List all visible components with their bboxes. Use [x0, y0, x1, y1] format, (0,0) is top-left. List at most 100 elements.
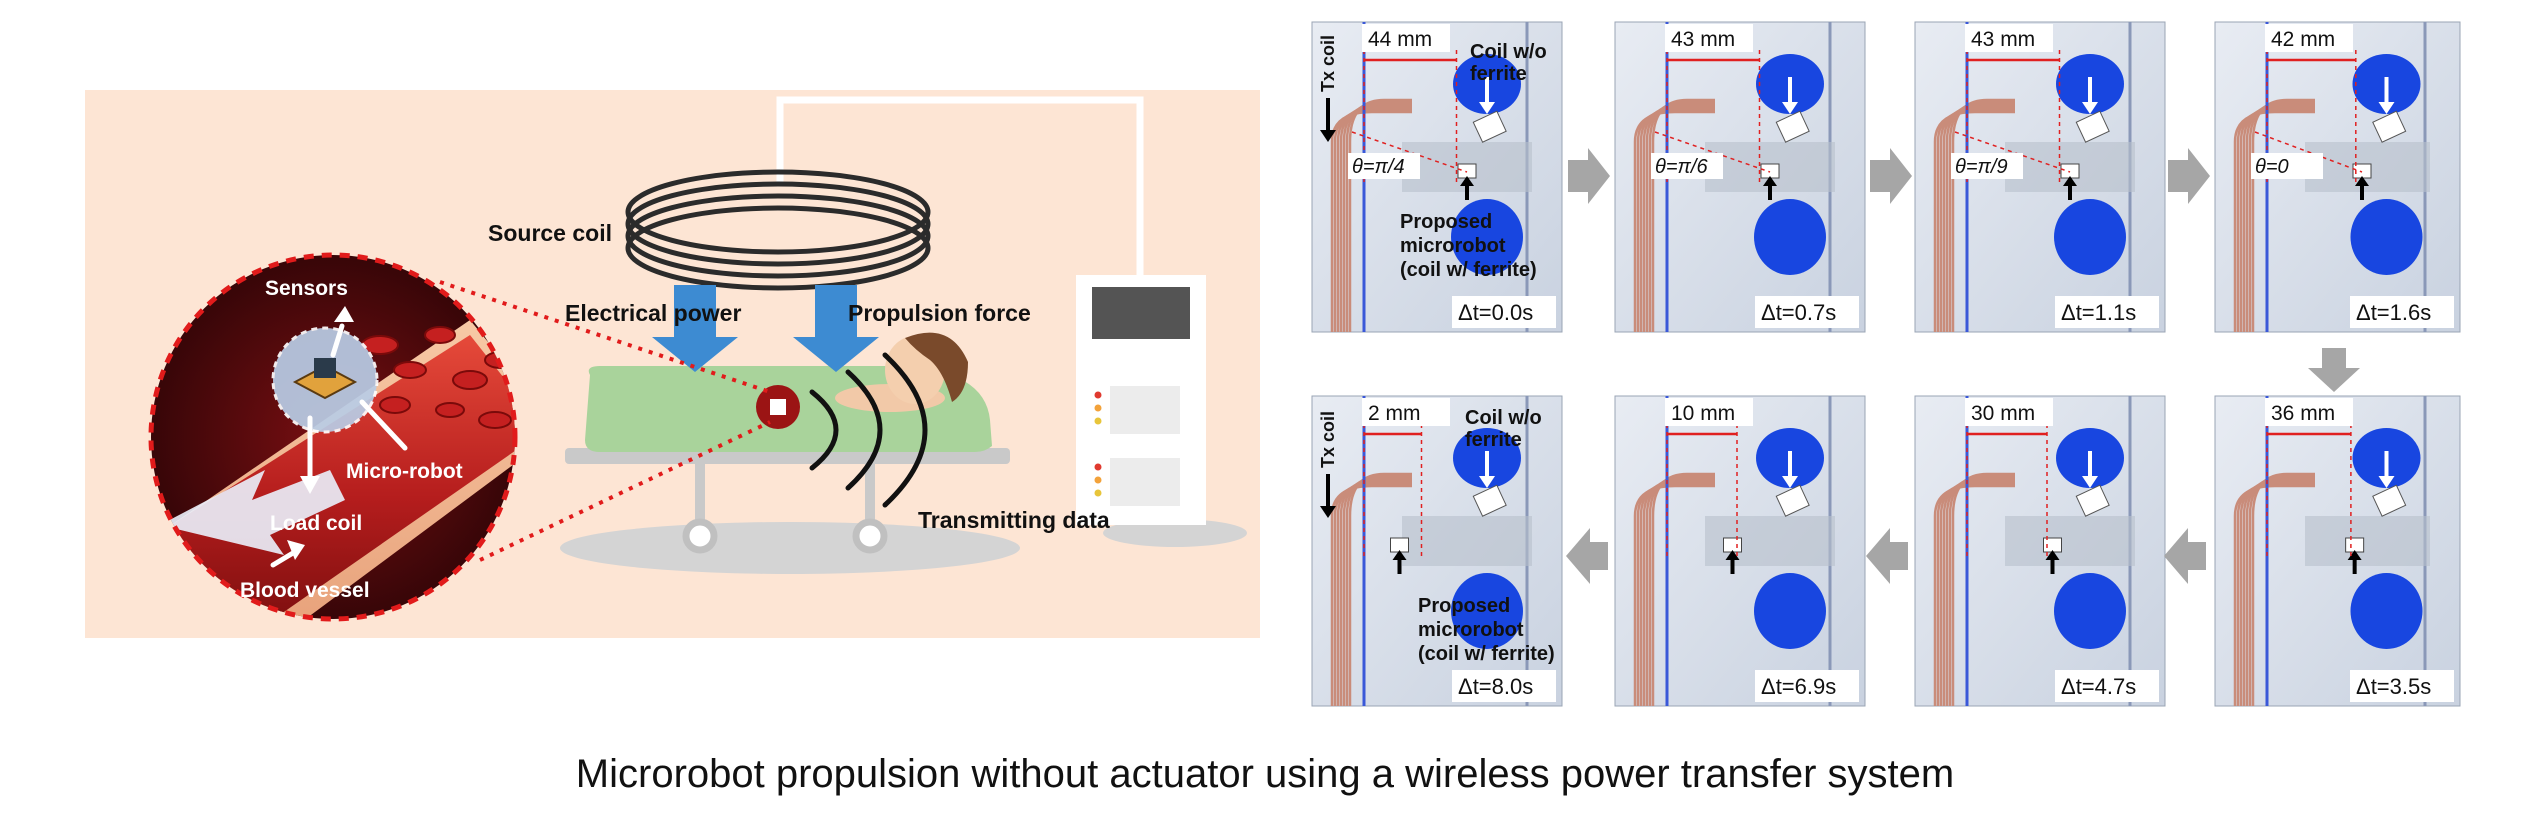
label-propulsion-force: Propulsion force: [848, 300, 1031, 326]
white-arrow-head: [2082, 476, 2098, 488]
label-source-coil: Source coil: [488, 220, 612, 246]
tx-coil-winding: [1933, 98, 2015, 332]
distance-label: 42 mm: [2271, 28, 2335, 51]
proposed-microrobot-label: Proposed: [1418, 595, 1510, 617]
photo-frame-4: 42 mmθ=0Δt=1.6s: [2214, 21, 2461, 333]
flow-arrow-left-2: [1866, 528, 1908, 584]
coil-without-ferrite: [1472, 110, 1507, 143]
black-arrow-head: [1725, 550, 1740, 560]
tx-coil-winding: [2233, 472, 2315, 706]
tx-coil-annotation-2: Tx coil: [1318, 411, 1338, 518]
angle-line: [2254, 131, 2363, 173]
time-label: Δt=0.7s: [1761, 300, 1836, 325]
zoom-line-bottom: [479, 420, 771, 562]
flow-arrow-right-2: [1870, 148, 1912, 204]
angle-label-bg: [1348, 153, 1420, 179]
distance-label-bg: [2265, 398, 2353, 426]
black-arrow-head: [1763, 176, 1777, 186]
tx-coil-winding: [1330, 472, 1412, 706]
distance-label-bg: [1965, 24, 2053, 52]
coil-without-ferrite: [1775, 484, 1810, 517]
distance-label: 36 mm: [2271, 402, 2335, 425]
coil-without-ferrite-label: Coil w/o: [1465, 407, 1542, 429]
coil-without-ferrite-label: Coil w/o: [1470, 41, 1547, 63]
time-label: Δt=3.5s: [2356, 674, 2431, 699]
flow-arrow-right-1: [1568, 148, 1610, 204]
propulsion-force-arrow: [793, 285, 879, 372]
black-arrow-head: [2347, 550, 2362, 560]
distance-label: 30 mm: [1971, 402, 2035, 425]
proposed-microrobot-label: microrobot: [1400, 235, 1506, 257]
black-arrow-head: [2063, 176, 2077, 186]
source-coil-icon: [625, 169, 931, 291]
distance-label: 43 mm: [1671, 28, 1735, 51]
time-label: Δt=1.1s: [2061, 300, 2136, 325]
flow-arrow-left-1: [2164, 528, 2206, 584]
tx-coil-label: Tx coil: [1318, 411, 1338, 468]
flow-arrow-down: [2308, 348, 2360, 392]
distance-label-bg: [2265, 24, 2353, 52]
distance-label: 43 mm: [1971, 28, 2035, 51]
angle-label: θ=0: [2255, 156, 2289, 178]
proposed-microrobot-label: microrobot: [1418, 619, 1524, 641]
illustration-panel: Source coil Electrical power Propulsion …: [85, 90, 1260, 638]
white-arrow-head: [1782, 476, 1798, 488]
photo-frame-2: 43 mmθ=π/6Δt=0.7s: [1614, 21, 1866, 333]
label-transmitting-data: Transmitting data: [918, 507, 1110, 533]
label-load-coil: Load coil: [270, 512, 362, 535]
angle-label-bg: [1651, 153, 1723, 179]
power-cable: [776, 96, 1144, 275]
white-arrow-head: [2378, 102, 2395, 114]
data-wave-icon: [809, 352, 928, 508]
bed-wheel-left: [682, 518, 718, 554]
label-electrical-power: Electrical power: [565, 300, 741, 326]
angle-label-bg: [2251, 153, 2323, 179]
proposed-microrobot: [1760, 163, 1780, 179]
distance-label: 2 mm: [1368, 402, 1421, 425]
white-arrow-head: [2378, 476, 2395, 488]
proposed-microrobot: [1457, 163, 1477, 179]
proposed-microrobot: [2345, 537, 2365, 553]
flow-arrow-right-3: [2168, 148, 2210, 204]
robot-coil-disc: [1451, 573, 1523, 649]
proposed-microrobot: [1723, 537, 1742, 553]
coil-without-ferrite-label: ferrite: [1465, 429, 1522, 451]
tx-coil-annotation-1: Tx coil: [1318, 35, 1338, 142]
bed-wheel-right: [852, 518, 888, 554]
distance-label-bg: [1965, 398, 2053, 426]
proposed-microrobot: [2060, 163, 2080, 179]
black-arrow-head: [1392, 550, 1407, 560]
white-arrow-head: [2082, 102, 2098, 114]
proposed-microrobot-label: (coil w/ ferrite): [1400, 259, 1537, 281]
robot-coil-disc: [2350, 573, 2423, 649]
distance-label-bg: [1362, 24, 1450, 52]
white-arrow-head: [1782, 102, 1798, 114]
time-label-bg: [1452, 670, 1556, 702]
label-sensors: Sensors: [265, 277, 348, 300]
mesh-platform: [2305, 516, 2430, 566]
tx-coil-label: Tx coil: [1318, 35, 1338, 92]
robot-coil-disc: [2054, 199, 2126, 275]
figure-caption: Microrobot propulsion without actuator u…: [575, 752, 1955, 796]
distance-label-bg: [1665, 24, 1753, 52]
mesh-platform: [2005, 516, 2135, 566]
coil-without-ferrite: [1775, 110, 1810, 143]
time-label-bg: [2350, 296, 2454, 328]
proposed-microrobot-label: (coil w/ ferrite): [1418, 643, 1555, 665]
zoom-line-top: [439, 280, 771, 394]
tx-coil-winding: [1330, 98, 1412, 332]
robot-coil-disc: [1754, 199, 1826, 275]
electrical-power-arrow: [652, 285, 738, 372]
console-icon: [1076, 275, 1206, 525]
bed-shadow: [560, 522, 1020, 574]
time-label: Δt=0.0s: [1458, 300, 1533, 325]
proposed-microrobot-label: Proposed: [1400, 211, 1492, 233]
black-arrow-head: [1460, 176, 1474, 186]
photo-frame-5: 36 mm Δt=3.5s: [2214, 395, 2461, 707]
coil-without-ferrite: [2372, 110, 2407, 143]
blood-flow-arrow: [160, 470, 345, 555]
coil-without-ferrite: [2372, 484, 2407, 517]
mesh-platform: [1402, 516, 1532, 566]
